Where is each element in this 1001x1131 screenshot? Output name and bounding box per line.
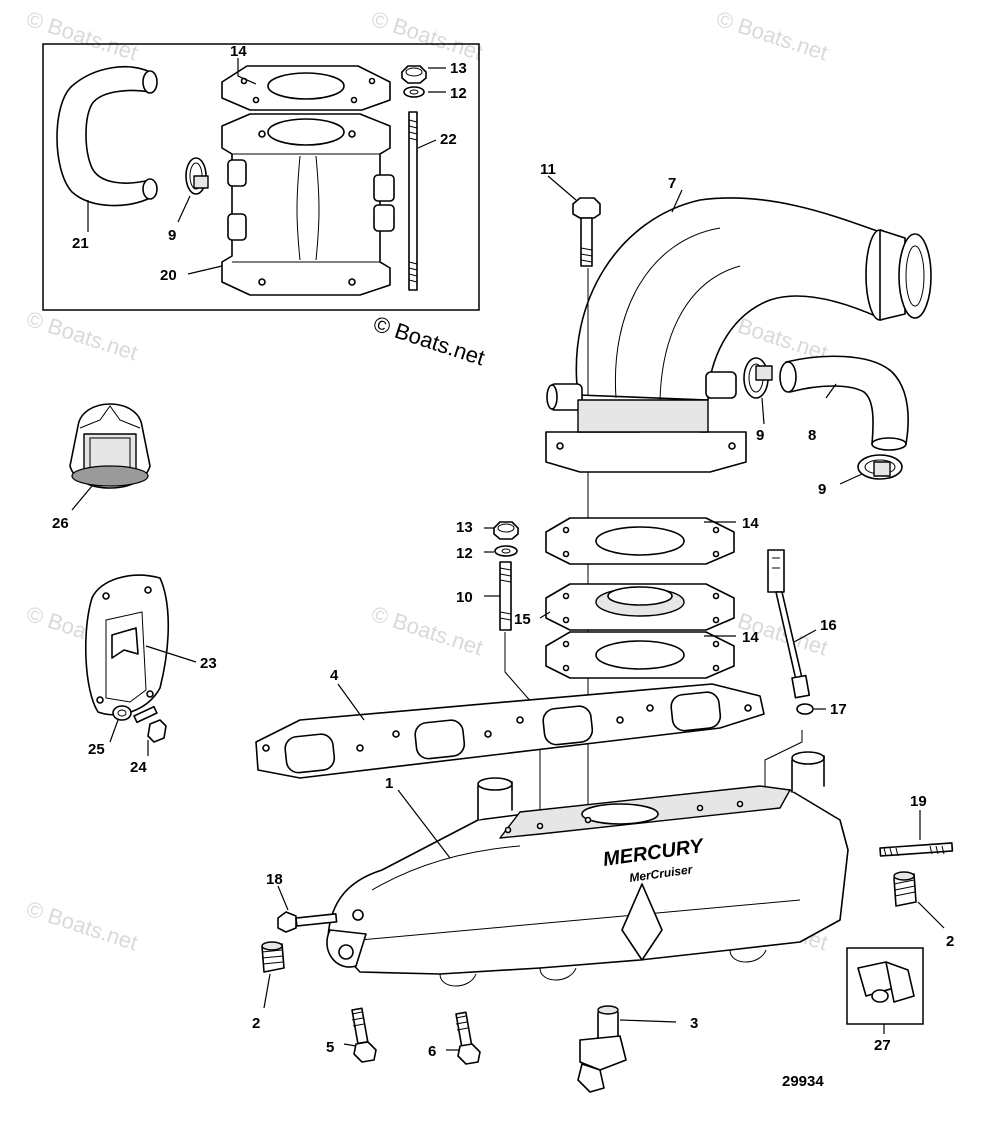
callout-21: 21 <box>72 235 89 252</box>
callout-1: 1 <box>385 775 393 792</box>
callout-9: 9 <box>168 227 176 244</box>
inset-frame <box>42 43 480 311</box>
part-4-manifold-gasket <box>255 683 765 779</box>
callout-24: 24 <box>130 759 147 776</box>
part-12-washer-inset <box>403 86 425 98</box>
part-14-gasket-inset <box>221 65 391 111</box>
leader-lines <box>71 58 945 1051</box>
part-24-bolt <box>133 705 167 743</box>
callout-14: 14 <box>742 515 759 532</box>
part-11-bolt <box>572 197 601 267</box>
part-2-plug-left <box>261 941 285 973</box>
callout-3: 3 <box>690 1015 698 1032</box>
part-17-washer <box>796 703 814 715</box>
part-14-gasket-upper <box>545 517 735 565</box>
callout-2: 2 <box>252 1015 260 1032</box>
part-9-clamp-lower <box>857 454 903 480</box>
part-3-elbow-fitting <box>577 1005 627 1093</box>
callout-4: 4 <box>330 667 339 684</box>
callout-13: 13 <box>456 519 473 536</box>
callout-9: 9 <box>818 481 826 498</box>
part-23-plate <box>85 574 170 716</box>
part-10-stud <box>499 561 512 631</box>
part-6-bolt <box>455 1011 481 1065</box>
part-20-riser <box>221 113 395 296</box>
callout-26: 26 <box>52 515 69 532</box>
callout-13: 13 <box>450 60 467 77</box>
callout-6: 6 <box>428 1043 436 1060</box>
part-9-clamp-inset <box>185 157 209 195</box>
callout-10: 10 <box>456 589 473 606</box>
part-18-bolt <box>277 911 338 933</box>
callout-25: 25 <box>88 741 105 758</box>
part-25-washer <box>112 705 132 721</box>
part-21-hose <box>56 66 158 207</box>
figure-number: 29934 <box>782 1073 824 1090</box>
callout-11: 11 <box>540 161 556 178</box>
callout-19: 19 <box>910 793 927 810</box>
part-16-temperature-sensor <box>767 549 811 699</box>
part-26-flapper-valve <box>69 403 151 489</box>
copyright-notice: © Boats.net <box>370 311 487 370</box>
callout-20: 20 <box>160 267 177 284</box>
watermark: © Boats.net <box>713 6 830 65</box>
callout-14: 14 <box>742 629 759 646</box>
watermark: © Boats.net <box>23 6 140 65</box>
watermark: © Boats.net <box>368 601 485 660</box>
watermark: © Boats.net <box>23 896 140 955</box>
callout-17: 17 <box>830 701 847 718</box>
part-2-plug-right <box>893 871 917 907</box>
part-7-elbow <box>545 197 932 473</box>
callout-labels: 14 13 12 22 9 21 20 11 7 9 8 9 26 13 12 … <box>52 43 954 1090</box>
assembly-axis-stud <box>504 632 541 820</box>
callout-16: 16 <box>820 617 837 634</box>
part-13-nut-inset <box>401 65 427 84</box>
assembly-axis-sensor <box>764 730 803 800</box>
watermark: © Boats.net <box>23 306 140 365</box>
callout-27: 27 <box>874 1037 891 1054</box>
part-9-clamp-upper <box>743 357 773 399</box>
callout-14: 14 <box>230 43 247 60</box>
callout-22: 22 <box>440 131 457 148</box>
part-14-gasket-lower <box>545 631 735 679</box>
callout-12: 12 <box>450 85 467 102</box>
callout-12: 12 <box>456 545 473 562</box>
callout-7: 7 <box>668 175 676 192</box>
callout-23: 23 <box>200 655 217 672</box>
part-1-exhaust-manifold <box>326 751 849 987</box>
part-15-gasket-restrictor <box>545 583 735 631</box>
part-5-bolt <box>351 1007 377 1063</box>
part-22-stud <box>408 111 418 291</box>
callout-18: 18 <box>266 871 283 888</box>
part-27-frame <box>846 947 924 1025</box>
part-12-washer <box>494 545 518 557</box>
part-27-fitting <box>857 961 915 1003</box>
callout-15: 15 <box>514 611 531 628</box>
part-19-stud <box>879 842 954 857</box>
callout-5: 5 <box>326 1039 334 1056</box>
watermark: © Boats.net <box>368 6 485 65</box>
part-8-hose <box>779 355 909 451</box>
callout-2: 2 <box>946 933 954 950</box>
callout-8: 8 <box>808 427 816 444</box>
callout-9: 9 <box>756 427 764 444</box>
part-13-nut <box>493 521 519 540</box>
